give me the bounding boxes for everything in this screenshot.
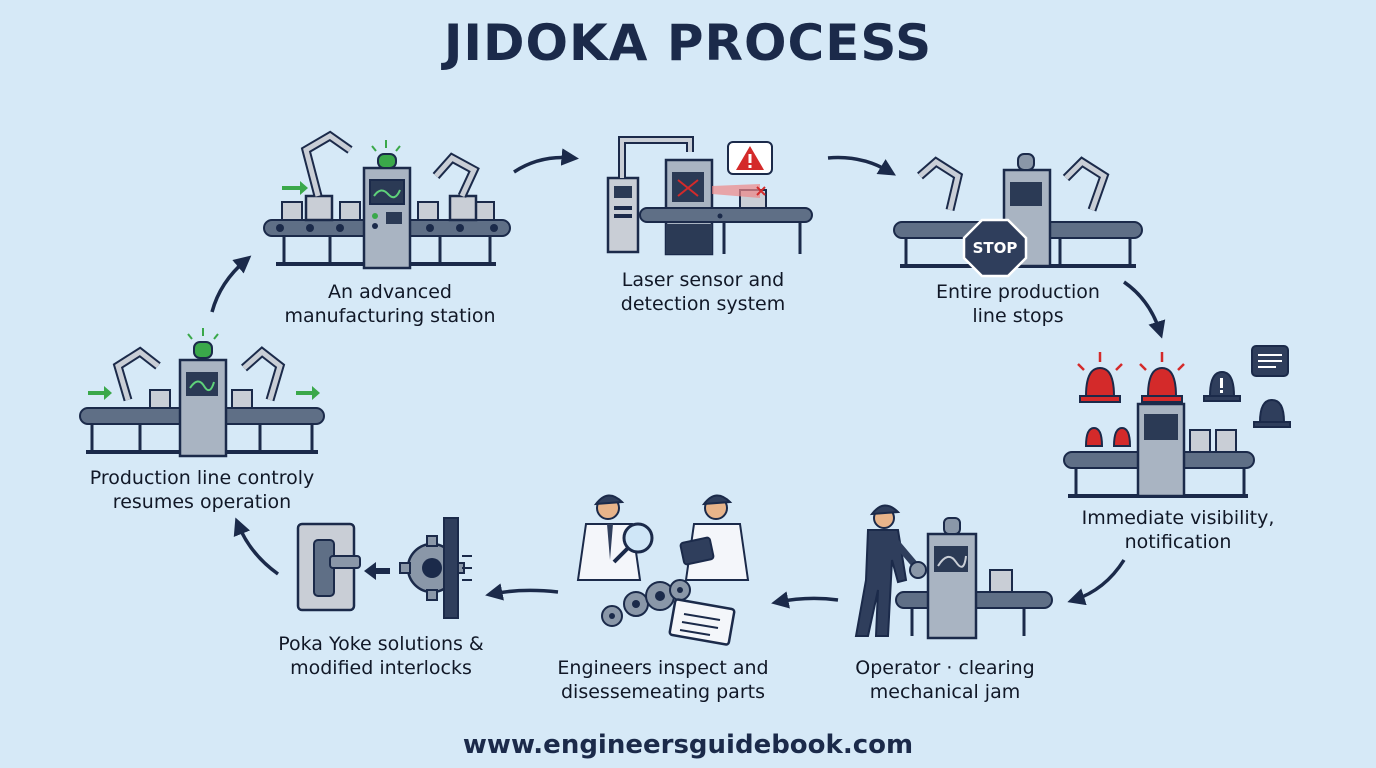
footer-url: www.engineersguidebook.com <box>462 730 914 760</box>
sensor-illustration <box>606 136 813 256</box>
arrow-sensor-to-stop <box>827 155 896 176</box>
engineers-illustration <box>576 494 750 646</box>
arrow-stop-to-notify <box>1122 280 1166 339</box>
step-label-notify: Immediate visibility,notification <box>1081 507 1275 553</box>
alarm-light-icon <box>1079 366 1183 447</box>
step-label-pokayoke: Poka Yoke solutions &modified interlocks <box>278 633 484 679</box>
magnifier-icon <box>622 522 654 554</box>
tablet-icon <box>679 536 715 566</box>
arrow-operator-to-engineers <box>771 591 839 609</box>
pokayoke-illustration <box>296 517 472 619</box>
clipboard-icon <box>668 598 736 646</box>
warning-light-icon <box>1203 370 1291 428</box>
operator-illustration <box>854 504 1053 640</box>
notify-illustration <box>1063 345 1291 498</box>
resume-illustration <box>79 328 325 458</box>
arrow-resume-to-station <box>210 255 252 313</box>
cycle-arrows <box>210 148 1166 609</box>
arrow-notify-to-operator <box>1067 559 1126 606</box>
arrow-engineers-to-pokayoke <box>485 583 559 601</box>
arrow-station-to-sensor <box>513 148 579 174</box>
station-illustration <box>263 130 511 270</box>
stop-sign-text: STOP <box>973 239 1018 257</box>
page-title: JIDOKA PROCESS <box>443 14 933 72</box>
arrow-pokayoke-to-resume <box>233 517 280 576</box>
stop-sign-icon <box>962 218 1028 278</box>
stop-illustration: STOP <box>893 153 1143 278</box>
